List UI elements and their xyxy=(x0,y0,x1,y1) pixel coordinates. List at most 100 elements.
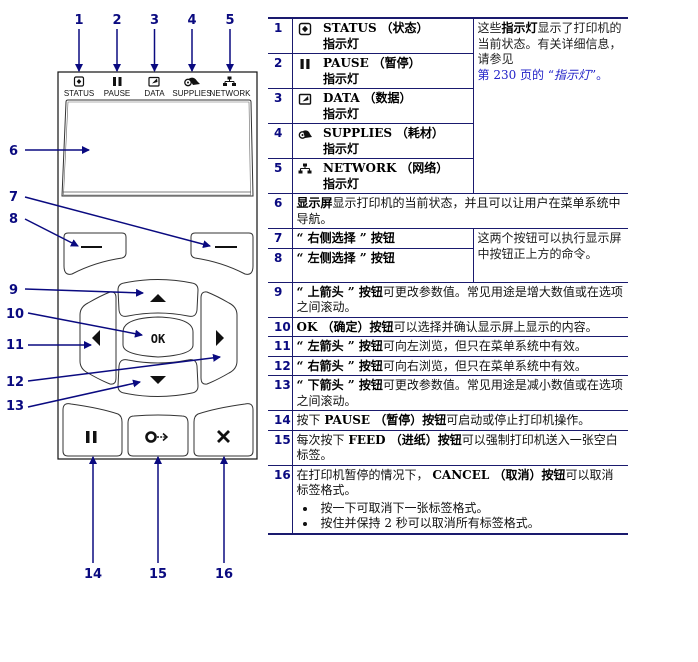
row-description: “ 下箭头 ” 按钮可更改参数值。常见用途是减小数值或在选项之间滚动。 xyxy=(292,375,628,411)
network-icon xyxy=(292,158,319,194)
row-description: “ 右箭头 ” 按钮可向右浏览，但只在菜单系统中有效。 xyxy=(292,356,628,376)
row-number: 1 xyxy=(268,17,293,54)
row-number: 9 xyxy=(268,282,293,318)
callout-5: 5 xyxy=(225,13,234,28)
callout-7: 7 xyxy=(9,190,18,205)
led-label-status: STATUS xyxy=(64,89,94,98)
indicator-name: SUPPLIES （耗材）指示灯 xyxy=(319,123,473,159)
row-description: 显示屏显示打印机的当前状态，并且可以让用户在菜单系统中导航。 xyxy=(292,193,628,229)
cancel-bullets: 按一下可取消下一张标签格式。 按住并保持 2 秒可以取消所有标签格式。 xyxy=(297,501,626,532)
bullet-item: 按住并保持 2 秒可以取消所有标签格式。 xyxy=(317,516,626,532)
table-row: 11 “ 左箭头 ” 按钮可向左浏览，但只在菜单系统中有效。 xyxy=(268,336,628,357)
row-number: 6 xyxy=(268,193,293,229)
row-description: “ 左箭头 ” 按钮可向左浏览，但只在菜单系统中有效。 xyxy=(292,336,628,357)
row-description: 每次按下 FEED （进纸）按钮可以强制打印机送入一张空白标签。 xyxy=(292,430,628,466)
row-number: 11 xyxy=(268,336,293,357)
row-number: 12 xyxy=(268,356,293,376)
table-row: 1 STATUS （状态）指示灯 这些指示灯显示了打印机的当前状态。有关详细信息… xyxy=(268,17,628,194)
row-number: 16 xyxy=(268,465,293,535)
row-description: 按下 PAUSE （暂停）按钮可启动或停止打印机操作。 xyxy=(292,410,628,431)
down-arrow-icon xyxy=(150,376,166,384)
cancel-x-icon xyxy=(217,430,230,443)
led-label-pause: PAUSE xyxy=(104,89,131,98)
pause-led-icon xyxy=(113,77,122,86)
callout-14: 14 xyxy=(84,567,102,582)
right-select-button[interactable] xyxy=(190,232,254,275)
table-row: 7 “ 右侧选择 ” 按钮 这两个按钮可以执行显示屏中按钮正上方的命令。 xyxy=(268,228,628,283)
bullet-item: 按一下可取消下一张标签格式。 xyxy=(317,501,626,517)
table-row: 10 OK （确定）按钮可以选择并确认显示屏上显示的内容。 xyxy=(268,317,628,337)
callout-8: 8 xyxy=(9,212,18,227)
callout-10: 10 xyxy=(6,307,24,322)
callout-11: 11 xyxy=(6,338,24,353)
status-icon xyxy=(292,17,319,54)
indicator-name: STATUS （状态）指示灯 xyxy=(319,17,473,54)
ok-button[interactable] xyxy=(122,316,194,358)
table-row: 5 NETWORK （网络）指示灯 xyxy=(268,158,628,194)
row-number: 4 xyxy=(268,123,293,159)
row-number: 14 xyxy=(268,410,293,431)
table-row: 2 PAUSE （暂停）指示灯 xyxy=(268,53,628,89)
data-icon xyxy=(292,88,319,124)
row-number: 13 xyxy=(268,375,293,411)
pause-button[interactable] xyxy=(62,403,123,457)
right-arrow-icon xyxy=(216,330,224,346)
row-number: 7 xyxy=(268,228,293,249)
indicator-name: DATA （数据）指示灯 xyxy=(319,88,473,124)
pause-icon xyxy=(86,431,97,443)
callout-4: 4 xyxy=(187,13,196,28)
table-row: 13 “ 下箭头 ” 按钮可更改参数值。常见用途是减小数值或在选项之间滚动。 xyxy=(268,375,628,411)
table-row: 8 “ 左侧选择 ” 按钮 xyxy=(268,248,628,283)
callout-12: 12 xyxy=(6,375,24,390)
row-title: “ 左侧选择 ” 按钮 xyxy=(292,248,473,283)
led-label-supplies: SUPPLIES xyxy=(172,89,211,98)
table-row: 15 每次按下 FEED （进纸）按钮可以强制打印机送入一张空白标签。 xyxy=(268,430,628,466)
row-description: 在打印机暂停的情况下， CANCEL （取消）按钮可以取消标签格式。 按一下可取… xyxy=(292,465,628,535)
led-label-data: DATA xyxy=(144,89,165,98)
control-panel-diagram: STATUS PAUSE DATA SUPPLIES NETWORK OK 1 … xyxy=(6,13,258,582)
supplies-led-icon xyxy=(184,77,200,87)
up-arrow-icon xyxy=(150,294,166,302)
callout-6: 6 xyxy=(9,144,18,159)
data-led-icon xyxy=(148,76,160,87)
callout-3: 3 xyxy=(150,13,159,28)
legend-table: 1 STATUS （状态）指示灯 这些指示灯显示了打印机的当前状态。有关详细信息… xyxy=(268,17,628,535)
callout-1: 1 xyxy=(74,13,83,28)
table-row: 4 SUPPLIES （耗材）指示灯 xyxy=(268,123,628,159)
indicators-page-link[interactable]: 第 230 页的 “指示灯”。 xyxy=(477,67,609,82)
feed-button[interactable] xyxy=(127,414,189,457)
row-description: “ 上箭头 ” 按钮可更改参数值。常见用途是增大数值或在选项之间滚动。 xyxy=(292,282,628,318)
led-label-network: NETWORK xyxy=(210,89,252,98)
display-screen xyxy=(61,99,254,197)
callouts: 1 2 3 4 5 6 7 8 9 10 11 12 13 14 15 16 xyxy=(6,13,235,582)
row-number: 3 xyxy=(268,88,293,124)
indicator-name: NETWORK （网络）指示灯 xyxy=(319,158,473,194)
row-description: OK （确定）按钮可以选择并确认显示屏上显示的内容。 xyxy=(292,317,628,337)
ok-label: OK xyxy=(151,332,166,346)
row-number: 8 xyxy=(268,248,293,283)
callout-13: 13 xyxy=(6,399,24,414)
row-title: “ 右侧选择 ” 按钮 xyxy=(292,228,473,249)
callout-15: 15 xyxy=(149,567,167,582)
row-number: 15 xyxy=(268,430,293,466)
network-led-icon xyxy=(223,76,236,86)
indicators-description: 这些指示灯显示了打印机的当前状态。有关详细信息，请参见 第 230 页的 “指示… xyxy=(472,17,628,194)
table-row: 12 “ 右箭头 ” 按钮可向右浏览，但只在菜单系统中有效。 xyxy=(268,356,628,376)
left-select-button[interactable] xyxy=(63,232,127,275)
cancel-button[interactable] xyxy=(193,403,254,457)
row-number: 2 xyxy=(268,53,293,89)
supplies-icon xyxy=(292,123,319,159)
table-row: 6 显示屏显示打印机的当前状态，并且可以让用户在菜单系统中导航。 xyxy=(268,193,628,229)
table-row: 16 在打印机暂停的情况下， CANCEL （取消）按钮可以取消标签格式。 按一… xyxy=(268,465,628,535)
row-number: 10 xyxy=(268,317,293,337)
callout-9: 9 xyxy=(9,283,18,298)
left-arrow-icon xyxy=(92,330,100,346)
feed-icon xyxy=(145,431,169,443)
table-row: 9 “ 上箭头 ” 按钮可更改参数值。常见用途是增大数值或在选项之间滚动。 xyxy=(268,282,628,318)
callout-arrows xyxy=(24,29,234,563)
select-buttons-description: 这两个按钮可以执行显示屏中按钮正上方的命令。 xyxy=(472,228,628,283)
callout-16: 16 xyxy=(215,567,233,582)
pause-icon xyxy=(292,53,319,89)
callout-2: 2 xyxy=(112,13,121,28)
table-row: 14 按下 PAUSE （暂停）按钮可启动或停止打印机操作。 xyxy=(268,410,628,431)
